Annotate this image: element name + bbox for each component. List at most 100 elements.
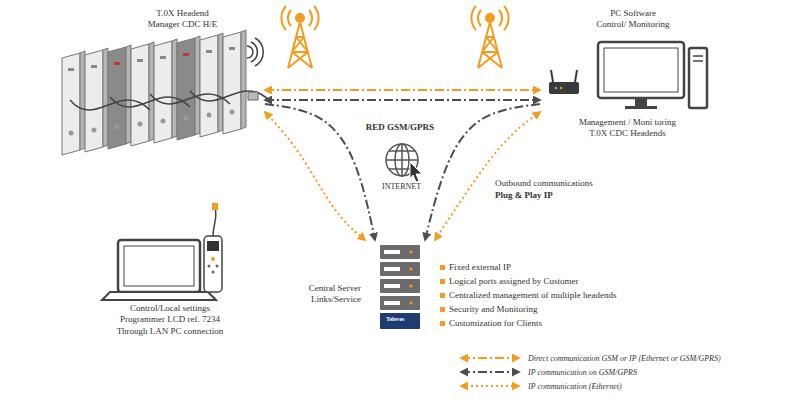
pc-station: PC Software Control/ MonitoringManagemen… [540,5,710,145]
internet-label: INTERNET [382,182,421,192]
connector [265,104,375,240]
server-icon [384,301,400,305]
legend-line [461,385,519,387]
bullet-squares [440,321,445,326]
feature-item: Fixed external IP [449,262,511,273]
rack-port [248,92,258,100]
feature-item: Centralized management of multiple heade… [449,290,616,301]
feature-item: Security and Monitoring [449,304,538,315]
router-icon [575,70,577,82]
wifi-symbol [251,42,257,62]
rack-module [177,38,195,140]
rack-led [183,53,189,56]
antenna-tower [499,10,502,26]
router-icon [549,70,579,94]
legend-text: IP communication (Ethernet) [528,382,622,391]
laptop-icon [118,240,200,292]
rack-connector [92,128,97,133]
router-icon [551,70,553,82]
legend-sample [458,381,522,391]
rack-led [114,62,120,65]
node-subcaption: Management / Moni toring T.0X CDC Headen… [575,117,680,140]
rack-module [62,53,80,155]
programmer-device [212,203,218,210]
pc-icon [693,55,703,57]
server-icon [380,296,420,310]
rack-side [218,33,223,132]
antenna-tower [309,10,312,26]
antenna-tower [478,22,502,68]
central-server: Central Server Links/Service [295,240,440,335]
node-caption: T.0X Headend Manager CDC H/E [145,8,220,31]
rack-module [85,50,103,152]
rack-side [172,39,177,138]
antenna-tower [281,6,286,30]
rack-side [80,51,85,150]
rack-led [91,65,97,68]
rack-led [137,59,143,62]
rack-side [241,30,246,129]
pc-icon [625,106,657,109]
antenna-tower [471,6,476,30]
pc-icon [635,98,647,106]
programmer-device [204,236,222,292]
programmer-device [208,265,211,268]
node-caption: PC Software Control/ Monitoring [595,8,671,31]
antenna-tower [314,6,319,30]
router-icon [560,87,562,89]
wifi-symbol [255,38,263,66]
legend-line [461,371,519,373]
rack-led [160,56,166,59]
antenna-tower [281,6,318,68]
feature-item: Logical ports assigned by Customer [449,276,578,287]
rack-module [154,41,172,143]
antenna-tower [478,10,481,26]
server-icon [409,284,412,287]
rack-led [206,50,212,53]
rack-side [126,45,131,144]
server-icon [380,245,420,329]
server-icon [380,313,420,329]
server-icon [380,279,420,293]
programmer-device [204,203,222,292]
legend-line [461,357,519,359]
rack-module [200,35,218,137]
bullet-squares [440,265,445,270]
legend-sample [458,353,522,363]
router-icon [555,87,557,89]
rack-connector [184,116,189,121]
laptop-icon [124,246,194,286]
rack-connector [207,113,212,118]
headend-unit: T.0X Headend Manager CDC H/E [50,5,265,165]
rack-module [131,44,149,146]
legend-text: IP communication on GSM/GPRS [528,368,637,377]
rack-connector [230,110,235,115]
rack-led [229,47,235,50]
connectors [265,90,540,240]
feature-item: Customization for Clients [449,318,542,329]
bullet-squares [440,293,445,298]
pc-icon [693,60,703,62]
server-icon [409,301,412,304]
node-caption: Central Server Links/Service [299,283,361,306]
headend-racks [62,30,270,155]
antenna-tower [486,14,494,22]
bullet-squares [440,265,445,326]
server-icon [384,267,400,271]
brand-logo: Televes [386,316,404,324]
rack-led [68,68,74,71]
note-text: Outbound communications [495,178,593,189]
programmer-device [211,257,215,261]
rack-side [103,48,108,147]
rack-cable [190,91,270,101]
pc-icon [598,42,707,109]
legend-sample [458,367,522,377]
rack-connector [161,119,166,124]
rack-side [195,36,200,135]
bullet-squares [440,279,445,284]
rack-module [223,32,241,134]
wifi-symbol [247,38,263,66]
rack-connector [69,131,74,136]
